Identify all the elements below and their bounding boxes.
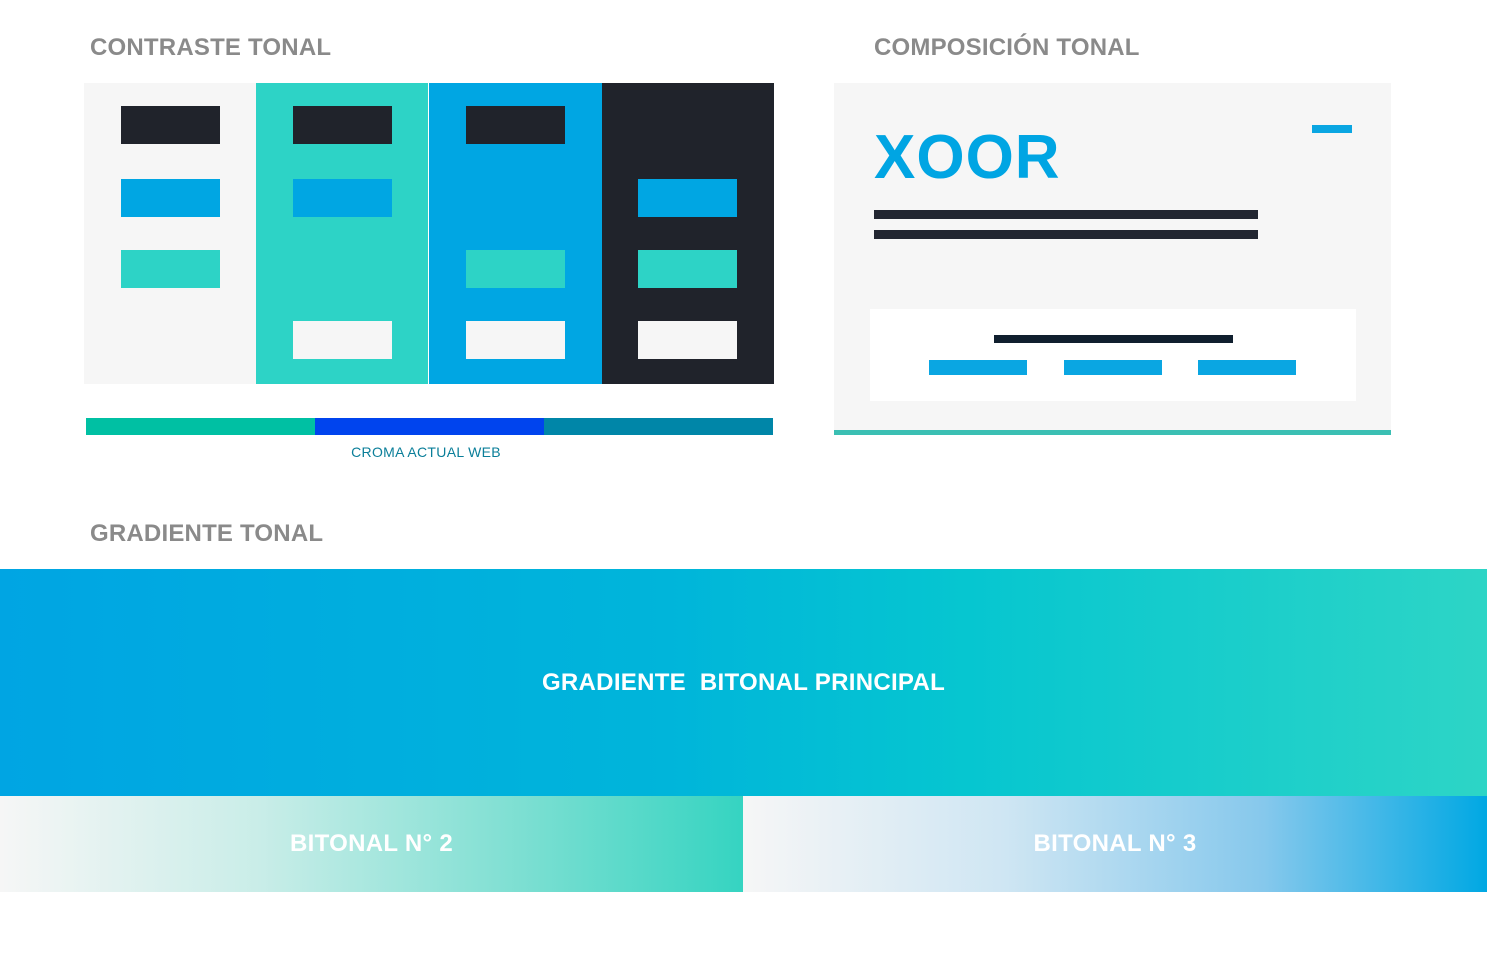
swatch-light — [466, 321, 565, 359]
contrast-column-blue — [429, 83, 602, 384]
composicion-tonal-heading: COMPOSICIÓN TONAL — [874, 34, 1140, 61]
card-title-placeholder — [994, 335, 1233, 343]
card-button-placeholder — [1198, 360, 1296, 375]
contrast-panel — [84, 83, 774, 384]
swatch-light — [638, 321, 737, 359]
swatch-blue — [293, 179, 392, 217]
swatch-dark — [121, 106, 220, 144]
mockup-card — [870, 309, 1356, 401]
swatch-blue — [121, 179, 220, 217]
contrast-column-dark — [602, 83, 774, 384]
gradient-principal-label: GRADIENTE BITONAL PRINCIPAL — [541, 668, 946, 696]
card-button-placeholder — [1064, 360, 1162, 375]
contrast-column-turquoise — [256, 83, 428, 384]
croma-segment-teal — [544, 418, 773, 435]
card-button-placeholder — [929, 360, 1027, 375]
gradient-bitonal-principal: GRADIENTE BITONAL PRINCIPAL — [0, 569, 1487, 796]
text-line-placeholder — [874, 230, 1258, 239]
croma-segment-green — [86, 418, 315, 435]
gradient-bitonal-2: BITONAL N° 2 — [0, 796, 743, 892]
swatch-turquoise — [121, 250, 220, 288]
croma-bar — [86, 418, 773, 435]
xoor-logo: XOOR — [874, 123, 1061, 192]
swatch-turquoise — [638, 250, 737, 288]
croma-label: CROMA ACTUAL WEB — [351, 444, 501, 460]
gradient-bitonal-3-label: BITONAL N° 3 — [1033, 830, 1197, 857]
composition-underline — [834, 430, 1391, 435]
gradient-bitonal-2-label: BITONAL N° 2 — [290, 830, 453, 857]
menu-dash-icon — [1312, 125, 1352, 133]
gradiente-tonal-heading: GRADIENTE TONAL — [90, 520, 324, 547]
swatch-light — [293, 321, 392, 359]
text-line-placeholder — [874, 210, 1258, 219]
contrast-column-light — [84, 83, 256, 384]
composition-mockup: XOOR — [834, 83, 1391, 431]
swatch-dark — [466, 106, 565, 144]
gradient-bitonal-3: BITONAL N° 3 — [743, 796, 1487, 892]
swatch-blue — [638, 179, 737, 217]
swatch-dark — [293, 106, 392, 144]
swatch-turquoise — [466, 250, 565, 288]
contraste-tonal-heading: CONTRASTE TONAL — [90, 34, 332, 61]
croma-segment-blue — [315, 418, 544, 435]
